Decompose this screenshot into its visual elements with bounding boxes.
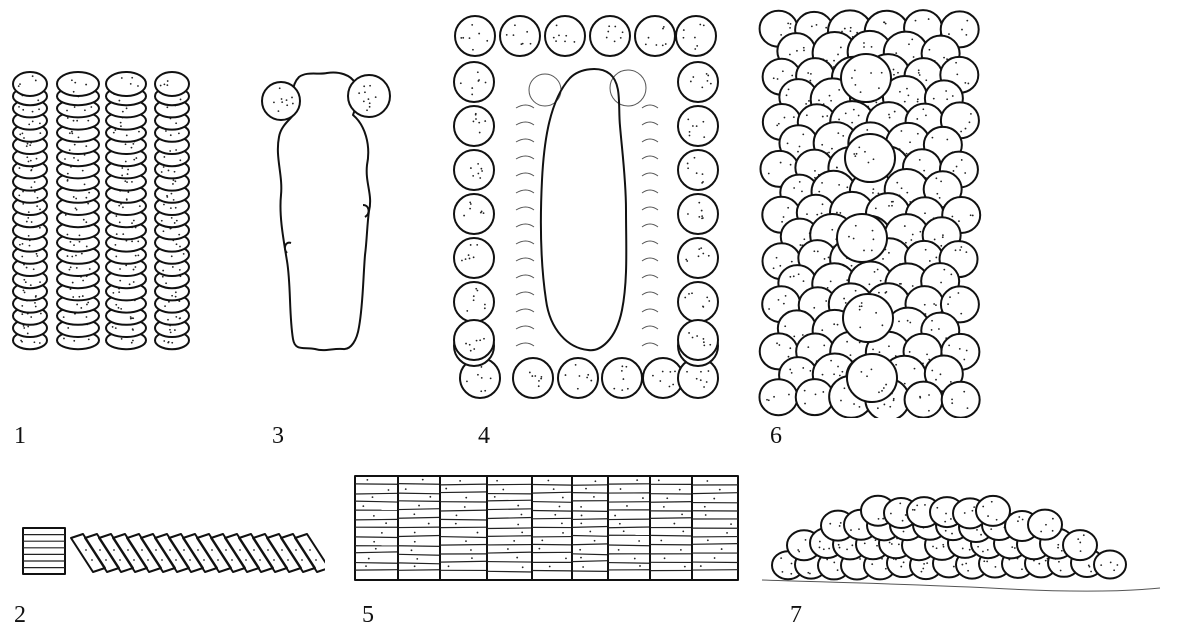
mass-cell [841,54,891,102]
frame-cell [635,16,675,56]
figure-7-label: 7 [790,603,802,627]
figure-4-label: 4 [478,424,490,448]
disc-cell [155,72,189,96]
banded-column [532,476,572,580]
disc-cell [106,72,146,96]
figure-6-label: 6 [770,424,782,448]
mound-cell [1094,551,1126,579]
frame-cell [454,106,494,146]
mass-cell [796,379,834,415]
frame-cell [454,150,494,190]
figure-3-body-outline [255,65,400,360]
banded-column [355,476,398,580]
frame-cell [454,282,494,322]
banded-column [608,476,650,580]
frame-cell [678,194,718,234]
frame-cell [454,194,494,234]
frame-cell [678,62,718,102]
figure-2-plate-row [15,518,325,584]
plate-stack [23,528,65,574]
frame-cell [678,282,718,322]
frame-cell [500,16,540,56]
banded-column [398,476,440,580]
frame-cell [454,62,494,102]
figure-6-cell-cylinder [750,8,990,418]
mass-cell [837,214,887,262]
frame-cell [590,16,630,56]
frame-cell [678,106,718,146]
frame-cell [513,358,553,398]
disc-cell [57,72,99,96]
banded-column [440,476,487,580]
frame-cell [454,238,494,278]
mound-cell [976,496,1010,526]
banded-column [692,476,738,580]
mound-cell [1028,510,1062,540]
figure-5-banded-grid [350,470,745,588]
frame-cell [545,16,585,56]
banded-column [487,476,532,580]
mound-cell [1063,530,1097,560]
mass-cell [843,294,893,342]
banded-column [572,476,608,580]
frame-cell [602,358,642,398]
frame-cell [455,16,495,56]
frame-cell [678,238,718,278]
frame-cell [678,320,718,360]
figure-1-disc-columns [8,68,198,368]
frame-cell [558,358,598,398]
mass-cell [905,382,943,418]
figure-3-label: 3 [272,424,284,448]
banded-column [650,476,692,580]
frame-cell [676,16,716,56]
mass-cell [759,379,797,415]
figure-2-label: 2 [14,603,26,627]
disc-cell [13,72,47,96]
frame-cell [454,320,494,360]
figure-7-cell-mound [760,492,1170,607]
mass-cell [942,382,980,418]
figure-5-label: 5 [362,603,374,627]
figure-4-cell-frame [450,10,720,400]
figure-1-label: 1 [14,424,26,448]
mass-cell [847,354,897,402]
frame-cell [678,150,718,190]
mass-cell [845,134,895,182]
